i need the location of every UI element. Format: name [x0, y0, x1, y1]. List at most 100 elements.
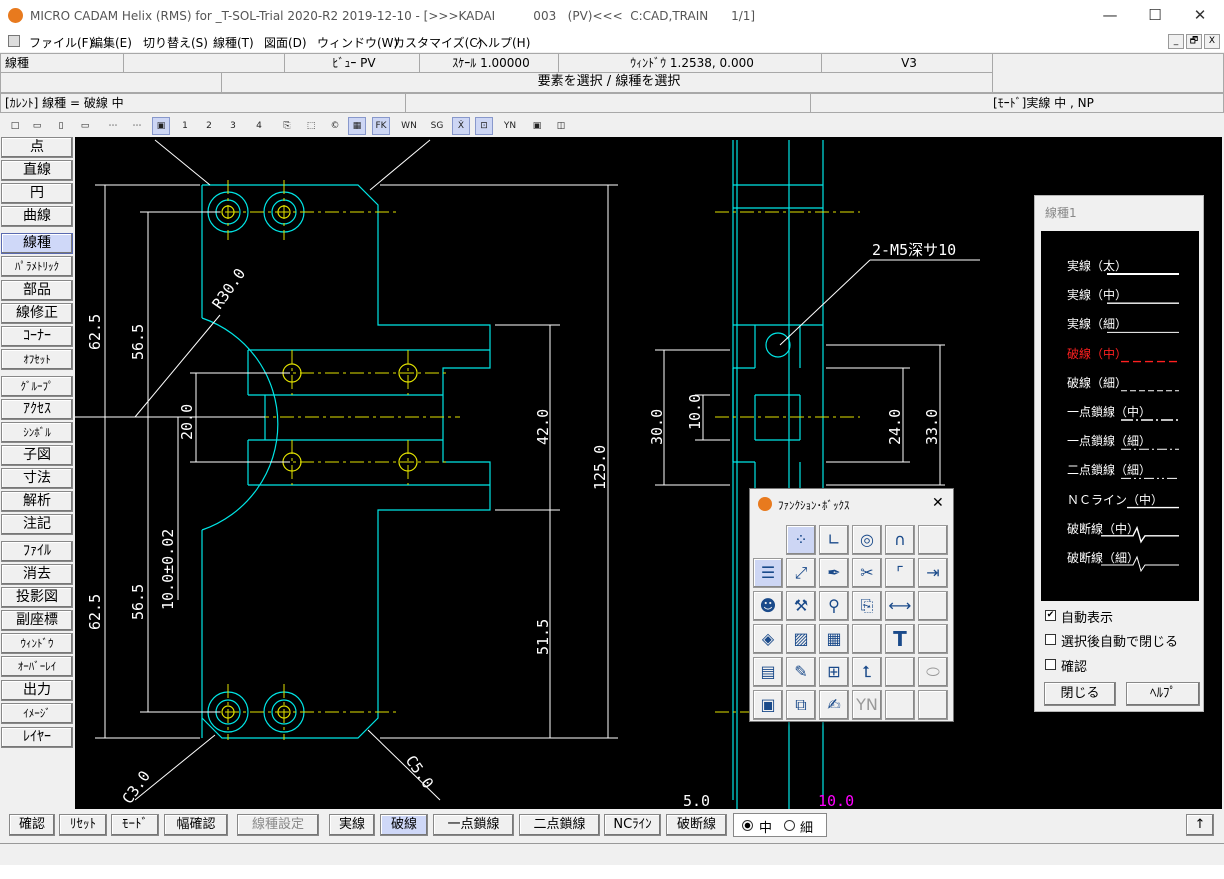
line-corner-button[interactable]: ∟ — [819, 525, 849, 555]
linetype-item-5[interactable]: 一点鎖線（中） — [1067, 405, 1152, 419]
menu-switch[interactable]: 切り替え(S) — [143, 36, 208, 50]
mid-radio[interactable] — [742, 820, 753, 831]
grid-button[interactable]: ⊞ — [819, 657, 849, 687]
menu-drawing[interactable]: 図面(D) — [264, 36, 307, 50]
close-button[interactable]: ✕ — [1193, 6, 1207, 24]
calculator-button[interactable]: ▦ — [819, 624, 849, 654]
linetype-setting-button[interactable]: 線種設定 — [237, 814, 319, 836]
left-menu-item-12[interactable]: ｼﾝﾎﾞﾙ — [1, 422, 73, 443]
minimize-button[interactable]: — — [1102, 6, 1118, 24]
left-menu-item-25[interactable]: ﾚｲﾔｰ — [1, 727, 73, 748]
menu-help[interactable]: ヘルプ(H) — [476, 36, 531, 50]
menu-edit[interactable]: 編集(E) — [91, 36, 132, 50]
auto-display-checkbox[interactable]: ✔ — [1045, 610, 1056, 621]
toolbar-button-5[interactable]: ⋯ — [132, 121, 142, 131]
linetype-item-7[interactable]: 二点鎖線（細） — [1067, 463, 1152, 478]
stack-button[interactable]: ⧉ — [786, 690, 816, 720]
pen-button[interactable]: ✒ — [819, 558, 849, 588]
left-menu-item-5[interactable]: ﾊﾟﾗﾒﾄﾘｯｸ — [1, 256, 73, 277]
thin-radio[interactable] — [784, 820, 795, 831]
toolbar-button-18[interactable]: Ẋ — [452, 117, 470, 135]
left-menu-item-7[interactable]: 線修正 — [1, 303, 73, 324]
trim-button[interactable]: ✂ — [852, 558, 882, 588]
linetype-close-button[interactable]: 閉じる — [1044, 682, 1116, 706]
save-button[interactable]: ▤ — [753, 657, 783, 687]
left-menu-item-0[interactable]: 点 — [1, 137, 73, 158]
toolbar-button-22[interactable]: ◫ — [556, 121, 566, 131]
left-menu-item-10[interactable]: ｸﾞﾙｰﾌﾟ — [1, 376, 73, 397]
left-menu-item-8[interactable]: ｺｰﾅｰ — [1, 326, 73, 347]
left-menu-item-16[interactable]: 注記 — [1, 514, 73, 535]
menu-window[interactable]: ウィンドウ(W) — [317, 36, 399, 50]
linetype-item-8[interactable]: ＮＣライン（中） — [1067, 492, 1164, 507]
menu-customize[interactable]: カスタマイズ(C) — [393, 36, 483, 50]
arc-button[interactable]: ∩ — [885, 525, 915, 555]
reset-button[interactable]: ﾘｾｯﾄ — [59, 814, 107, 836]
toolbar-button-4[interactable]: ⋯ — [108, 121, 118, 131]
point-grid-button[interactable]: ⁘ — [786, 525, 816, 555]
linetype-item-1[interactable]: 実線（中） — [1067, 288, 1128, 303]
left-menu-item-14[interactable]: 寸法 — [1, 468, 73, 489]
left-menu-item-21[interactable]: ｳｨﾝﾄﾞｳ — [1, 633, 73, 654]
layers-button[interactable]: ◈ — [753, 624, 783, 654]
yn-button[interactable]: YN — [852, 690, 882, 720]
dashed-line-button[interactable]: 破線 — [380, 814, 428, 836]
toolbar-button-11[interactable]: ⎘ — [283, 121, 291, 131]
left-menu-item-18[interactable]: 消去 — [1, 564, 73, 585]
toolbar-button-3[interactable]: ▭ — [80, 121, 90, 131]
text-button[interactable]: T — [885, 624, 915, 654]
toolbar-button-16[interactable]: WN — [401, 121, 417, 131]
mdi-restore-button[interactable]: 🗗 — [1186, 34, 1202, 49]
function-box-close-button[interactable]: ✕ — [932, 495, 944, 511]
chain-line-button[interactable]: 一点鎖線 — [433, 814, 514, 836]
confirm-button[interactable]: 確認 — [9, 814, 55, 836]
left-menu-item-4[interactable]: 線種 — [1, 233, 73, 254]
left-menu-item-15[interactable]: 解析 — [1, 491, 73, 512]
toolbar-button-13[interactable]: © — [330, 121, 340, 131]
toolbar-button-15[interactable]: FK — [372, 117, 390, 135]
left-menu-item-17[interactable]: ﾌｧｲﾙ — [1, 541, 73, 562]
frame-button[interactable]: ▣ — [753, 690, 783, 720]
left-menu-item-19[interactable]: 投影図 — [1, 587, 73, 608]
nc-line-button[interactable]: NCﾗｲﾝ — [604, 814, 661, 836]
image-person-button[interactable]: ☻ — [753, 591, 783, 621]
confirm-checkbox[interactable] — [1045, 659, 1056, 670]
fillet-button[interactable]: ⌜ — [885, 558, 915, 588]
left-menu-item-13[interactable]: 子図 — [1, 445, 73, 466]
mdi-minimize-button[interactable]: _ — [1168, 34, 1184, 49]
mode-button[interactable]: ﾓｰﾄﾞ — [111, 814, 159, 836]
solid-line-button[interactable]: 実線 — [329, 814, 375, 836]
toolbar-button-20[interactable]: YN — [503, 121, 517, 131]
toolbar-button-8[interactable]: 2 — [206, 121, 212, 131]
toolbar-button-1[interactable]: ▭ — [32, 121, 42, 131]
measure-button[interactable]: ⟷ — [885, 591, 915, 621]
toolbar-button-2[interactable]: ▯ — [58, 121, 64, 131]
left-menu-item-9[interactable]: ｵﾌｾｯﾄ — [1, 349, 73, 370]
linetype-item-2[interactable]: 実線（細） — [1067, 317, 1128, 332]
linetype-item-10[interactable]: 破断線（細） — [1067, 551, 1140, 565]
toolbar-button-9[interactable]: 3 — [230, 121, 236, 131]
linetype-button[interactable]: ☰ — [753, 558, 783, 588]
menu-linetype[interactable]: 線種(T) — [213, 36, 254, 50]
left-menu-item-23[interactable]: 出力 — [1, 680, 73, 701]
picture-button[interactable]: ▨ — [786, 624, 816, 654]
up-button[interactable]: ↑ — [1186, 814, 1214, 836]
drawing-canvas[interactable]: 62.5 56.5 R30.0 20.0 10.0±0.02 56.5 62.5… — [75, 137, 1222, 809]
mdi-close-button[interactable]: X — [1204, 34, 1220, 49]
width-check-button[interactable]: 幅確認 — [164, 814, 228, 836]
scale-button[interactable]: ⤢ — [786, 558, 816, 588]
toolbar-button-0[interactable]: □ — [10, 121, 20, 131]
linetype-item-3[interactable]: 破線（中） — [1067, 346, 1128, 361]
linetype-item-0[interactable]: 実線（太） — [1067, 259, 1128, 273]
toolbar-button-17[interactable]: SG — [430, 121, 444, 131]
wrench-button[interactable]: ⚒ — [786, 591, 816, 621]
left-menu-item-1[interactable]: 直線 — [1, 160, 73, 181]
copy-button[interactable]: ⎘ — [852, 591, 882, 621]
left-menu-item-24[interactable]: ｲﾒｰｼﾞ — [1, 703, 73, 724]
toolbar-button-7[interactable]: 1 — [182, 121, 188, 131]
left-menu-item-22[interactable]: ｵｰﾊﾞｰﾚｲ — [1, 656, 73, 677]
toolbar-button-14[interactable]: ▦ — [348, 117, 366, 135]
linetype-help-button[interactable]: ﾍﾙﾌﾟ — [1126, 682, 1200, 706]
zoom-button[interactable]: ⚲ — [819, 591, 849, 621]
left-menu-item-2[interactable]: 円 — [1, 183, 73, 204]
